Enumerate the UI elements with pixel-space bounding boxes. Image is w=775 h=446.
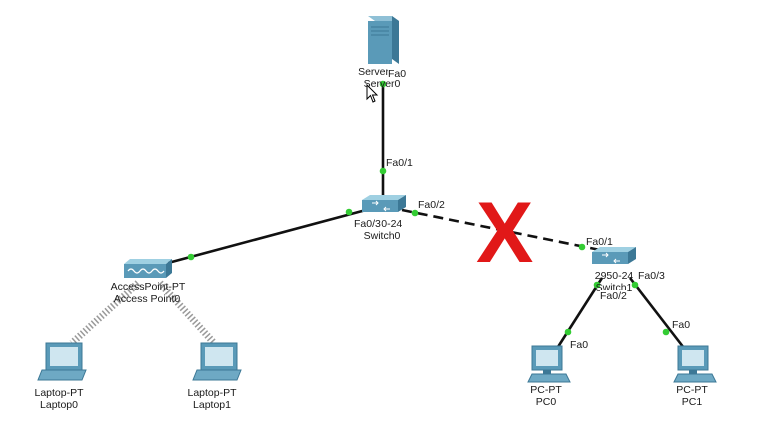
switch1-icon[interactable] [592, 247, 636, 264]
pc1-name-label: PC1 [681, 396, 703, 408]
switch0-name-label: Switch0 [363, 230, 401, 242]
server-name-label: Server0 [363, 78, 401, 90]
port-label-switch1-fa02: Fa0/2 [600, 290, 627, 302]
wireless-link-laptop1[interactable] [157, 280, 217, 346]
link-switch0-accesspoint[interactable] [167, 208, 367, 265]
port-status-lights [187, 80, 670, 336]
laptop1-type-label: Laptop-PT [187, 387, 237, 399]
switch0-icon[interactable] [362, 195, 406, 212]
pc0-icon[interactable] [527, 345, 571, 383]
red-x-annotation: X [476, 185, 534, 281]
port-label-switch0-fa01: Fa0/1 [386, 157, 413, 169]
laptop0-icon[interactable] [37, 342, 87, 381]
port-label-pc1-fa0: Fa0 [672, 319, 691, 331]
wireless-link-laptop0[interactable] [69, 280, 141, 346]
port-light [345, 208, 353, 216]
laptop1-icon[interactable] [192, 342, 242, 381]
pc0-type-label: PC-PT [530, 384, 562, 396]
port-label-switch1-fa01: Fa0/1 [586, 236, 613, 248]
access-point-type-label: AccessPoint-PT [110, 281, 186, 293]
link-switch0-switch1[interactable] [401, 208, 601, 252]
port-light [578, 243, 586, 251]
port-light [187, 253, 195, 261]
port-label-switch0-fa02: Fa0/2 [418, 199, 445, 211]
laptop0-type-label: Laptop-PT [34, 387, 84, 399]
laptop0-name-label: Laptop0 [40, 399, 78, 411]
port-label-switch1-fa03: Fa0/3 [638, 270, 665, 282]
link-switch1-pc0[interactable] [554, 277, 604, 351]
port-light [631, 281, 639, 289]
server-icon[interactable] [368, 16, 399, 64]
laptop1-name-label: Laptop1 [193, 399, 231, 411]
mouse-cursor-icon [366, 84, 379, 103]
port-light [379, 167, 387, 175]
pc1-type-label: PC-PT [676, 384, 708, 396]
pc0-name-label: PC0 [535, 396, 557, 408]
switch1-type-label: 2950-24 [594, 270, 634, 282]
pc1-icon[interactable] [673, 345, 717, 383]
access-point-icon[interactable] [124, 259, 172, 278]
link-switch1-pc1[interactable] [628, 277, 686, 349]
port-light [662, 328, 670, 336]
port-light [593, 281, 601, 289]
port-light [411, 209, 419, 217]
port-label-server-fa0: Fa0 [388, 68, 407, 80]
port-label-pc0-fa0: Fa0 [570, 339, 589, 351]
access-point-name-label: Access Point0 [113, 293, 181, 305]
port-light [379, 80, 387, 88]
port-light [564, 328, 572, 336]
port-label-switch0-fa03: Fa0/3 [354, 218, 381, 230]
